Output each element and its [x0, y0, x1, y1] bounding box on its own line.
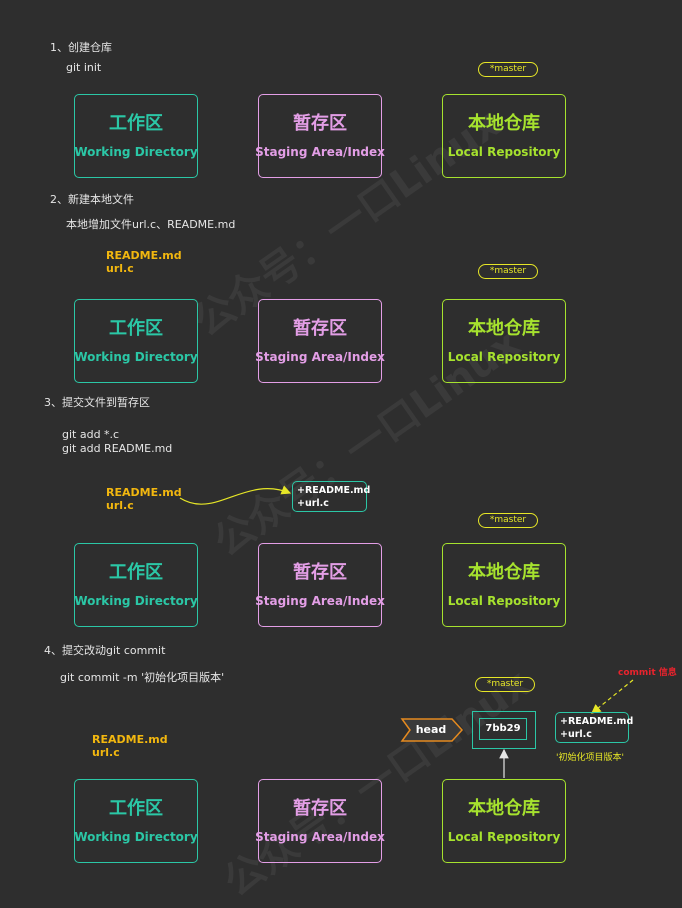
commit-file-item: +url.c: [560, 729, 592, 740]
file-item: url.c: [92, 746, 120, 759]
step3-command: git add *.c: [62, 428, 120, 441]
master-tag: *master: [478, 264, 538, 279]
head-pointer: [400, 718, 464, 742]
box-title: 本地仓库: [468, 318, 540, 339]
step1-heading: 1、创建仓库: [50, 41, 112, 54]
working-directory-box: 工作区 Working Directory: [74, 299, 198, 383]
working-directory-box: 工作区 Working Directory: [74, 543, 198, 627]
add-curve: [179, 485, 292, 505]
staged-file-item: +README.md: [297, 485, 371, 496]
staging-area-box: 暂存区 Staging Area/Index: [255, 299, 385, 383]
master-tag: *master: [478, 513, 538, 528]
working-files: README.md url.c: [106, 249, 182, 275]
box-subtitle: Working Directory: [74, 830, 198, 844]
local-repository-box: 本地仓库 Local Repository: [442, 779, 566, 863]
staging-area-box: 暂存区 Staging Area/Index: [255, 94, 385, 178]
staged-file-item: +url.c: [297, 498, 329, 509]
box-subtitle: Working Directory: [74, 594, 198, 608]
head-label: head: [415, 723, 447, 736]
box-subtitle: Staging Area/Index: [255, 594, 385, 608]
box-subtitle: Local Repository: [447, 830, 561, 844]
box-title: 暂存区: [293, 318, 347, 339]
box-title: 本地仓库: [468, 113, 540, 134]
working-files: README.md url.c: [92, 733, 168, 759]
master-tag: *master: [478, 62, 538, 77]
file-item: README.md: [106, 486, 182, 499]
local-repository-box: 本地仓库 Local Repository: [442, 299, 566, 383]
box-title: 暂存区: [293, 798, 347, 819]
working-directory-box: 工作区 Working Directory: [74, 94, 198, 178]
box-subtitle: Working Directory: [74, 145, 198, 159]
box-title: 工作区: [109, 562, 163, 583]
working-directory-box: 工作区 Working Directory: [74, 779, 198, 863]
file-item: README.md: [106, 249, 182, 262]
box-subtitle: Staging Area/Index: [255, 830, 385, 844]
local-repository-box: 本地仓库 Local Repository: [442, 94, 566, 178]
box-subtitle: Staging Area/Index: [255, 350, 385, 364]
commit-file-item: +README.md: [560, 716, 634, 727]
box-title: 暂存区: [293, 562, 347, 583]
file-item: README.md: [92, 733, 168, 746]
staging-area-box: 暂存区 Staging Area/Index: [255, 779, 385, 863]
commit-hash: 7bb29: [479, 718, 527, 740]
step1-command: git init: [66, 61, 102, 74]
box-subtitle: Local Repository: [447, 350, 561, 364]
box-subtitle: Local Repository: [447, 145, 561, 159]
step3-command2: git add README.md: [62, 442, 173, 455]
master-tag: *master: [475, 677, 535, 692]
connectors: [179, 485, 634, 778]
box-title: 工作区: [109, 318, 163, 339]
step4-heading: 4、提交改动git commit: [44, 644, 166, 657]
step4-command: git commit -m '初始化项目版本': [60, 671, 225, 684]
staged-files: +README.md +url.c: [292, 481, 371, 512]
file-item: url.c: [106, 499, 134, 512]
file-item: url.c: [106, 262, 134, 275]
step3-heading: 3、提交文件到暂存区: [44, 396, 150, 409]
commit-info-label: commit 信息: [618, 668, 677, 678]
box-title: 本地仓库: [468, 798, 540, 819]
box-title: 工作区: [109, 798, 163, 819]
commit-node: 7bb29: [472, 711, 536, 749]
box-subtitle: Working Directory: [74, 350, 198, 364]
commit-files: +README.md +url.c: [555, 712, 634, 743]
step2-command: 本地增加文件url.c、README.md: [66, 218, 236, 231]
box-subtitle: Local Repository: [447, 594, 561, 608]
commit-message: '初始化项目版本': [556, 753, 624, 763]
working-files: README.md url.c: [106, 486, 182, 512]
step2-heading: 2、新建本地文件: [50, 193, 134, 206]
commit-info-arrow: [591, 679, 634, 714]
local-repository-box: 本地仓库 Local Repository: [442, 543, 566, 627]
box-title: 暂存区: [293, 113, 347, 134]
box-subtitle: Staging Area/Index: [255, 145, 385, 159]
box-title: 工作区: [109, 113, 163, 134]
box-title: 本地仓库: [468, 562, 540, 583]
staging-area-box: 暂存区 Staging Area/Index: [255, 543, 385, 627]
